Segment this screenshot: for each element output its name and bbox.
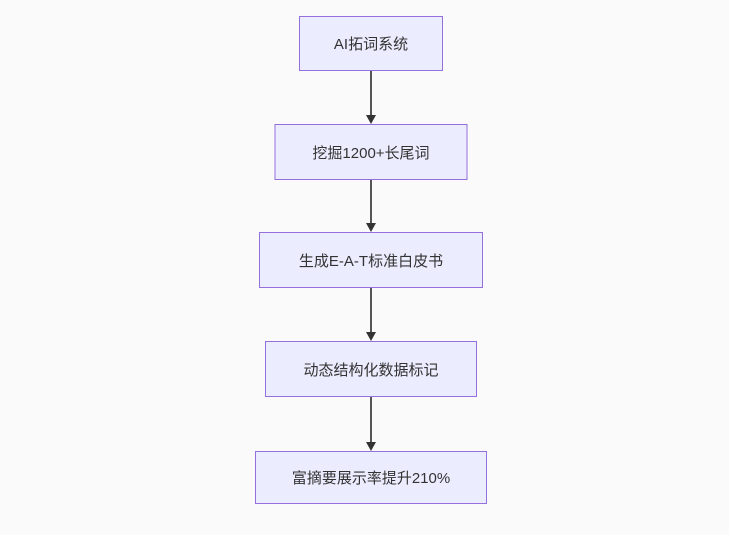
- flow-node-label: 挖掘1200+长尾词: [312, 144, 430, 162]
- flow-node-label: 动态结构化数据标记: [303, 361, 439, 379]
- flow-node-label: 富摘要展示率提升210%: [291, 470, 451, 487]
- arrow-shaft: [370, 397, 372, 445]
- flow-node-label: AI拓词系统: [333, 36, 409, 53]
- flow-node-label: 生成E-A-T标准白皮书: [298, 252, 444, 270]
- arrowhead-icon: [366, 223, 376, 232]
- arrow-down-icon: [366, 180, 376, 232]
- arrowhead-icon: [366, 332, 376, 341]
- arrow-shaft: [370, 180, 372, 226]
- flow-node-structured-data-markup: 动态结构化数据标记: [265, 341, 477, 397]
- arrow-down-icon: [366, 288, 376, 341]
- arrow-shaft: [370, 71, 372, 118]
- flow-node-eat-whitepaper: 生成E-A-T标准白皮书: [259, 232, 483, 288]
- arrow-down-icon: [366, 397, 376, 451]
- arrow-shaft: [370, 288, 372, 335]
- arrowhead-icon: [366, 442, 376, 451]
- arrowhead-icon: [366, 115, 376, 124]
- flow-node-rich-snippet-result: 富摘要展示率提升210%: [255, 451, 487, 504]
- flow-node-longtail-keywords: 挖掘1200+长尾词: [274, 124, 468, 180]
- arrow-down-icon: [366, 71, 376, 124]
- flow-node-ai-keyword-system: AI拓词系统: [299, 16, 443, 71]
